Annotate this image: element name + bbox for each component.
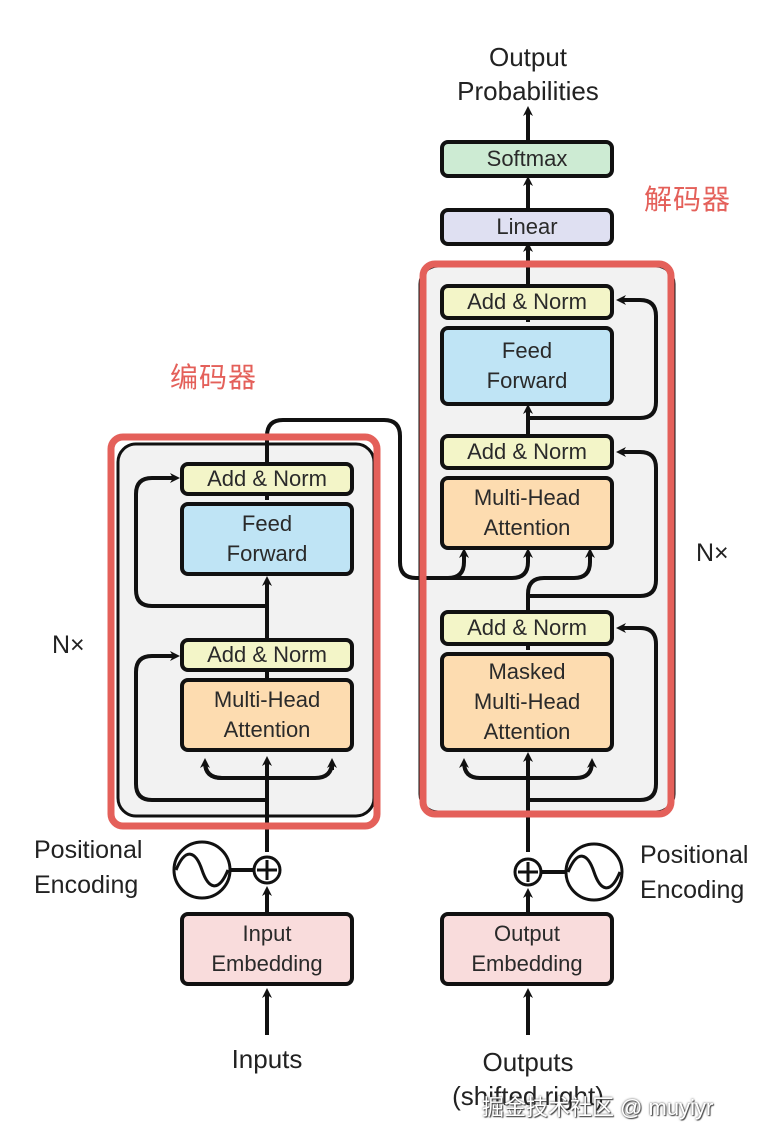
- decoder-mha-line1: Multi-Head: [473, 485, 581, 510]
- softmax-block: Softmax: [440, 140, 614, 178]
- decoder-masked-multi-head-attention-block: Masked Multi-Head Attention: [440, 652, 614, 752]
- softmax-label: Softmax: [486, 146, 568, 171]
- outputs-line2: (shifted right): [452, 1081, 604, 1111]
- watermark: 掘金技术社区 @ muyiyr: [482, 1095, 714, 1120]
- encoder-pe-line2: Encoding: [34, 871, 139, 899]
- output-embedding-line2: Embedding: [471, 951, 583, 976]
- encoder-add-icon: [252, 855, 282, 885]
- encoder-mha-line2: Attention: [223, 717, 311, 742]
- encoder-feed-forward-block: Feed Forward: [180, 502, 354, 576]
- encoder-ff-line2: Forward: [226, 541, 308, 566]
- output-embedding-line1: Output: [493, 921, 561, 946]
- decoder-ff-line2: Forward: [486, 368, 568, 393]
- decoder-add-norm-mid: Add & Norm: [440, 434, 614, 470]
- decoder-nx-label: N×: [696, 539, 729, 567]
- encoder-add-norm-top-label: Add & Norm: [207, 466, 327, 491]
- decoder-add-norm-bottom-label: Add & Norm: [467, 615, 587, 640]
- encoder-layer-frame: [116, 442, 376, 818]
- inputs-label: Inputs: [231, 1044, 303, 1074]
- output-probabilities-line1: Output: [488, 42, 568, 72]
- input-embedding-line1: Input: [242, 921, 292, 946]
- encoder-pe-line1: Positional: [34, 836, 143, 864]
- encoder-nx-label: N×: [52, 631, 85, 659]
- decoder-positional-encoding-icon: [564, 842, 624, 902]
- decoder-positional-encoding-label: Positional Encoding: [640, 838, 748, 908]
- decoder-ff-line1: Feed: [501, 338, 553, 363]
- decoder-add-norm-bottom: Add & Norm: [440, 610, 614, 646]
- output-embedding-block: Output Embedding: [440, 912, 614, 986]
- outputs-line1: Outputs: [482, 1047, 574, 1077]
- decoder-mha-line2: Attention: [483, 515, 571, 540]
- decoder-add-norm-top-label: Add & Norm: [467, 289, 587, 314]
- encoder-annotation: 编码器: [170, 362, 258, 393]
- encoder-add-norm-bottom: Add & Norm: [180, 638, 354, 672]
- encoder-highlight: [107, 433, 381, 830]
- decoder-masked-mha-line3: Attention: [483, 719, 571, 744]
- decoder-highlight: [419, 260, 675, 818]
- decoder-masked-mha-line2: Multi-Head: [473, 689, 581, 714]
- encoder-positional-encoding-label: Positional Encoding: [34, 833, 142, 903]
- decoder-add-norm-top: Add & Norm: [440, 284, 614, 320]
- decoder-pe-line1: Positional: [640, 841, 749, 869]
- encoder-mha-line1: Multi-Head: [213, 687, 321, 712]
- decoder-add-norm-mid-label: Add & Norm: [467, 439, 587, 464]
- input-embedding-line2: Embedding: [211, 951, 323, 976]
- output-probabilities-line2: Probabilities: [457, 76, 599, 106]
- outputs-label: Outputs (shifted right): [420, 1045, 636, 1113]
- decoder-annotation: 解码器: [644, 184, 732, 215]
- linear-block: Linear: [440, 208, 614, 246]
- decoder-pe-line2: Encoding: [640, 876, 745, 904]
- decoder-add-icon: [513, 857, 543, 887]
- input-embedding-block: Input Embedding: [180, 912, 354, 986]
- output-probabilities-label: Output Probabilities: [428, 40, 628, 108]
- encoder-ff-line1: Feed: [241, 511, 293, 536]
- linear-label: Linear: [496, 214, 558, 239]
- encoder-multi-head-attention-block: Multi-Head Attention: [180, 678, 354, 752]
- encoder-add-norm-top: Add & Norm: [180, 462, 354, 496]
- decoder-masked-mha-line1: Masked: [488, 659, 566, 684]
- decoder-feed-forward-block: Feed Forward: [440, 326, 614, 406]
- decoder-multi-head-attention-block: Multi-Head Attention: [440, 476, 614, 550]
- encoder-positional-encoding-icon: [172, 840, 232, 900]
- encoder-add-norm-bottom-label: Add & Norm: [207, 642, 327, 667]
